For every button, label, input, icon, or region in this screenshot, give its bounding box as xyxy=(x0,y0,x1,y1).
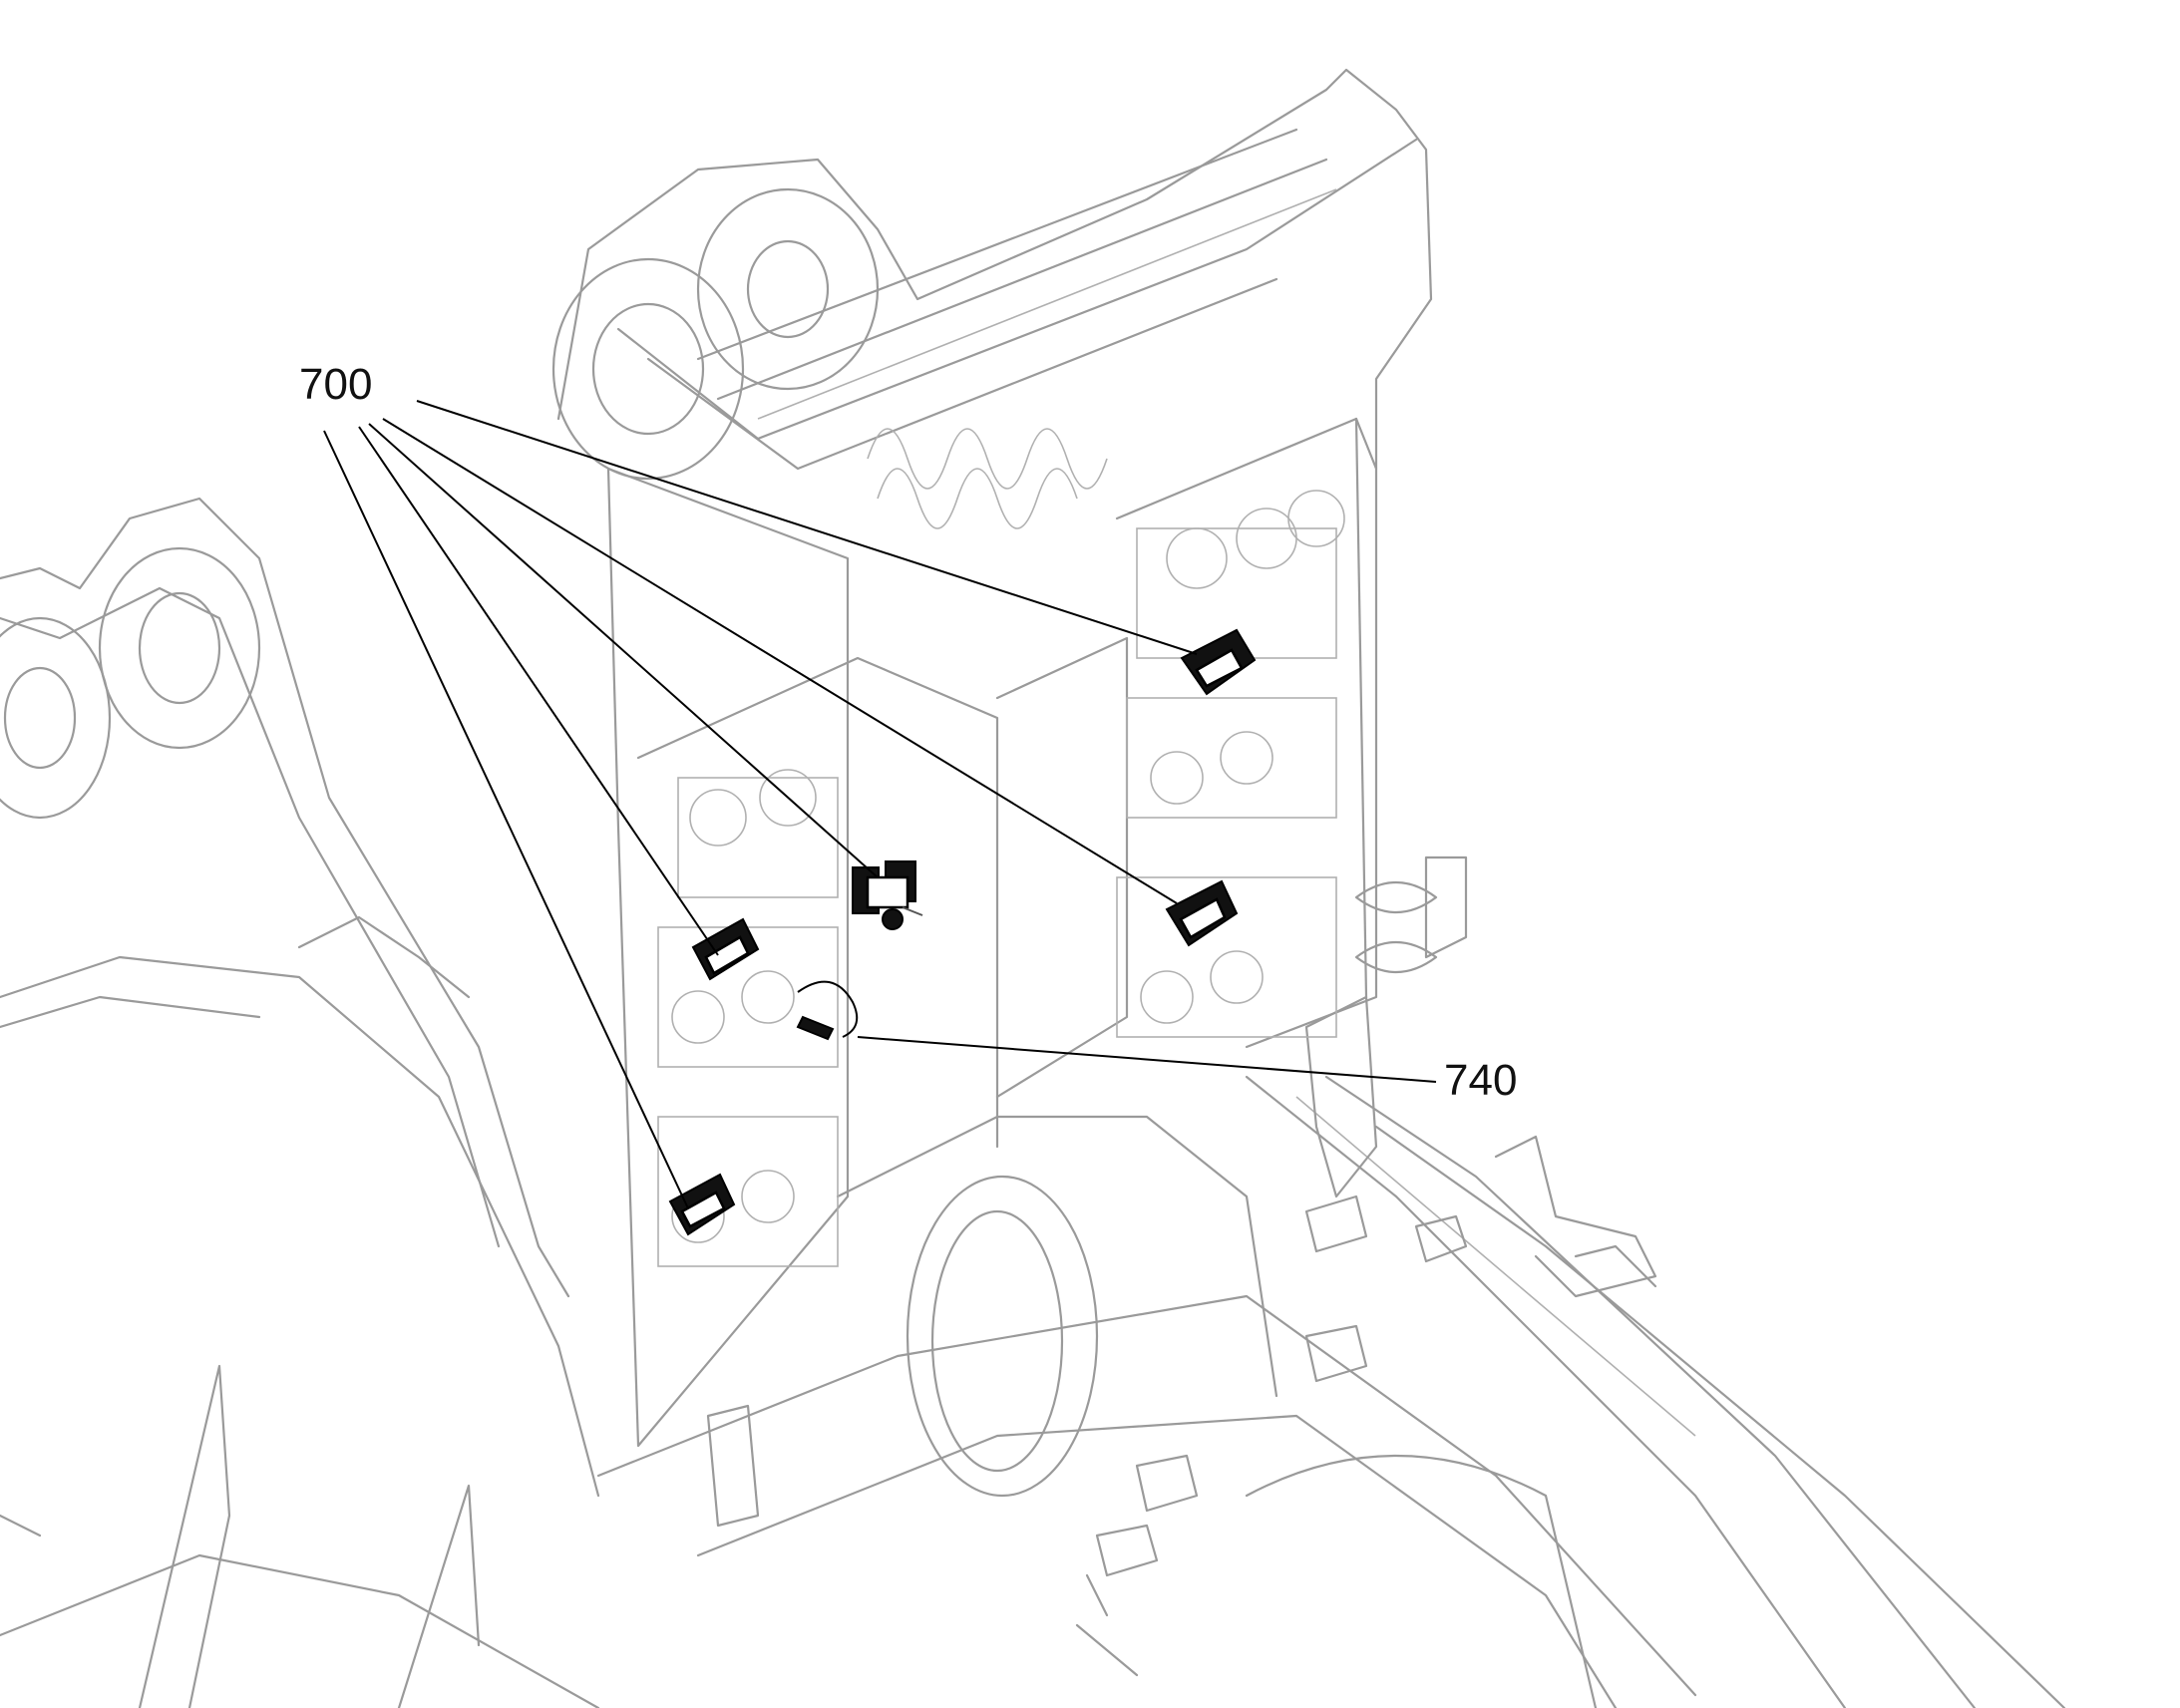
leader-line-740 xyxy=(857,1036,1437,1083)
component-740-sensor xyxy=(796,980,859,1041)
callout-label-740: 740 xyxy=(1444,1056,1518,1105)
component-700-lower-left xyxy=(668,1173,736,1236)
frame-outline xyxy=(0,68,2066,1708)
component-700-upper-right xyxy=(1180,628,1257,696)
component-700-center xyxy=(852,860,923,930)
callout-label-700: 700 xyxy=(299,360,373,409)
component-700-middle-right xyxy=(1165,879,1239,947)
component-700-middle-left xyxy=(691,917,760,981)
leader-lines-700 xyxy=(323,400,1198,1209)
